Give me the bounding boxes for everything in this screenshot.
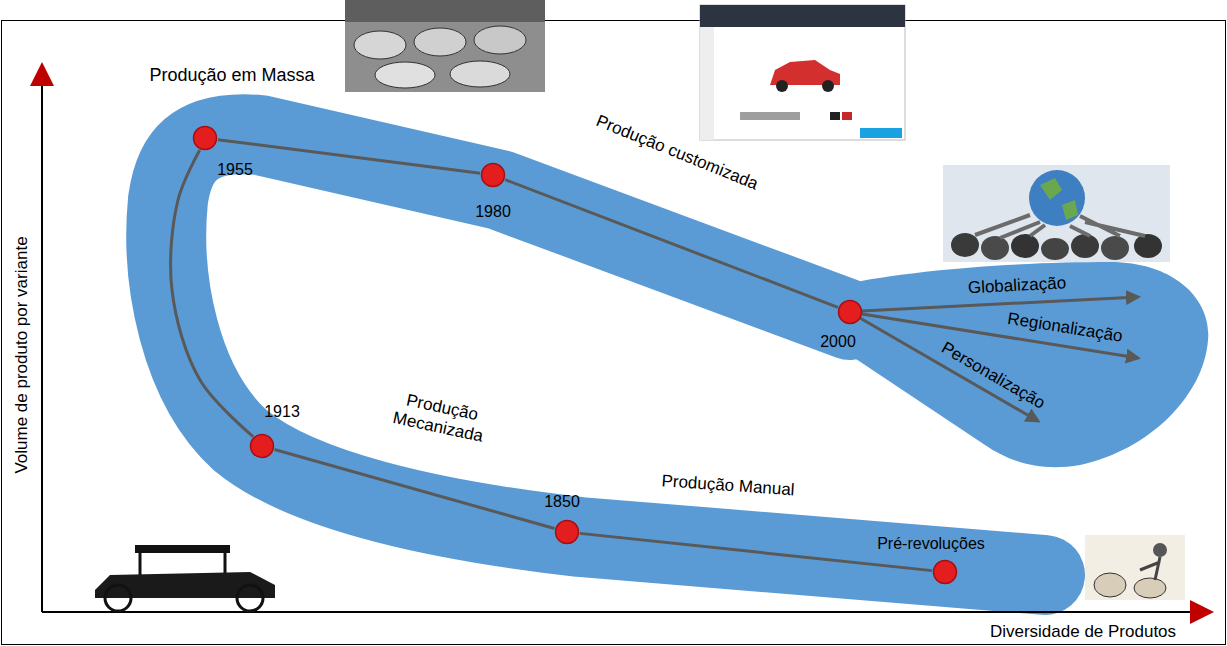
photo-detail [450, 61, 510, 87]
car-roof [135, 545, 230, 553]
band-bulb [840, 262, 1208, 467]
dot-outline [932, 559, 958, 585]
photo-ground [943, 165, 1170, 262]
model-t-photo [95, 545, 275, 611]
worker [1140, 557, 1160, 580]
crowd [1134, 234, 1162, 258]
year-label: 1850 [544, 492, 580, 511]
globe [1029, 170, 1085, 226]
basket [1134, 578, 1166, 598]
crowd [981, 236, 1009, 260]
screen-swatch [830, 112, 840, 120]
frame [2, 21, 1226, 645]
dot-outline [480, 162, 506, 188]
axis-title: Diversidade de Produtos [990, 622, 1176, 642]
crowd [1041, 238, 1069, 260]
timeline-point: 1955 [192, 125, 218, 151]
timeline-dot [194, 127, 217, 150]
dot-outline [249, 433, 275, 459]
timeline-point: 2000 [837, 299, 863, 325]
timeline-point: 1913 [249, 433, 275, 459]
axis-title: Volume de produto por variante [12, 236, 32, 473]
photo-detail [474, 26, 526, 54]
timeline-line [505, 180, 838, 308]
screen-header [700, 5, 905, 27]
year-label: 1913 [264, 402, 300, 421]
car-wheel [822, 80, 834, 92]
dot-outline [837, 299, 863, 325]
photo-detail [414, 28, 466, 56]
engraving-ground [1085, 535, 1185, 600]
timeline-dot [839, 301, 862, 324]
car-wheel [237, 585, 263, 611]
trend-arrow [862, 297, 1138, 311]
configurator-screenshot [700, 5, 905, 140]
axis-arrowhead [30, 62, 54, 86]
factory-photo [345, 0, 545, 92]
screen-swatch [740, 112, 800, 120]
globe-photo [943, 165, 1170, 262]
screen-button [860, 128, 902, 138]
x-axis [42, 611, 1192, 613]
era-label: Produção em Massa [149, 65, 314, 87]
worker [1153, 543, 1167, 557]
crowd [1071, 234, 1099, 258]
y-axis [41, 84, 43, 612]
screen-swatch [842, 112, 852, 120]
year-label: Pré-revoluções [877, 534, 985, 553]
car-wheel [105, 585, 131, 611]
timeline-dot [934, 561, 957, 584]
dot-outline [192, 125, 218, 151]
dot-outline [554, 519, 580, 545]
photo-ground [345, 0, 545, 92]
timeline-point: 1850 [554, 519, 580, 545]
photo-detail [375, 62, 435, 88]
globe-land [1040, 178, 1062, 200]
year-label: 1955 [217, 160, 253, 179]
photo-detail [354, 31, 406, 59]
era-label: Produção Mecanizada [377, 386, 503, 451]
trend-arrow [860, 318, 1038, 421]
axis-arrowhead [1190, 600, 1214, 624]
globe-land [1062, 200, 1078, 220]
photo-detail [345, 0, 545, 22]
crowd [1011, 234, 1039, 258]
timeline-line [275, 450, 555, 529]
screen-ground [700, 5, 905, 140]
year-label: 2000 [820, 332, 856, 351]
timeline-line [218, 140, 480, 174]
era-label: Produção Manual [661, 471, 795, 501]
timeline-dot [482, 164, 505, 187]
timeline-point: 1980 [480, 162, 506, 188]
basket [1094, 573, 1126, 597]
timeline-point: Pré-revoluções [932, 559, 958, 585]
crowd [951, 233, 979, 257]
car-wheel [776, 80, 788, 92]
craftsman-engraving [1085, 535, 1185, 600]
timeline-line [171, 150, 254, 437]
year-label: 1980 [475, 202, 511, 221]
crowd [1101, 236, 1129, 260]
screen-sidebar [700, 27, 714, 140]
timeline-dot [251, 435, 274, 458]
timeline-dot [556, 521, 579, 544]
crowd-arms [975, 215, 1145, 238]
